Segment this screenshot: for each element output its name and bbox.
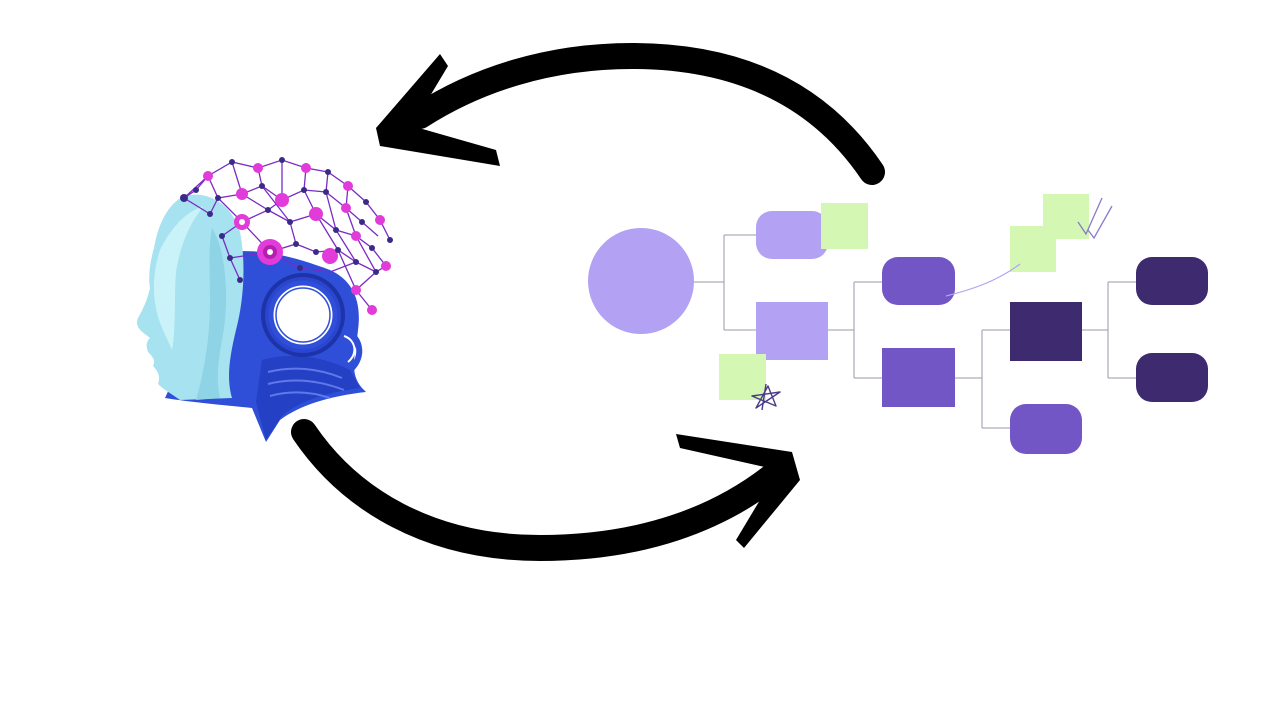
flowchart-node-mid-rounded bbox=[882, 257, 955, 305]
sticky-note-2 bbox=[719, 354, 766, 400]
handdrawn-connector-line bbox=[945, 263, 1021, 297]
sticky-note-1 bbox=[821, 203, 868, 249]
top-arrow-shaft bbox=[407, 42, 885, 185]
flowchart-node-dark-rounded-bottom bbox=[1136, 353, 1208, 402]
ai-head-icon bbox=[137, 157, 393, 442]
ear-back-arc bbox=[341, 327, 363, 373]
cheek-shade bbox=[196, 228, 227, 400]
top-curved-arrow bbox=[376, 42, 885, 185]
top-arrow-head bbox=[376, 54, 500, 166]
flowchart-node-mid-rounded-lower bbox=[1010, 404, 1082, 454]
ear-ring-inner-line bbox=[275, 287, 331, 343]
checkmark-doodle-icon bbox=[1077, 197, 1113, 240]
bottom-arrow-shaft bbox=[291, 419, 793, 562]
flowchart-node-dark-rounded-top bbox=[1136, 257, 1208, 305]
flowchart-connectors bbox=[694, 234, 1136, 429]
bottom-curved-arrow bbox=[291, 419, 800, 562]
flowchart-node-mid-square bbox=[882, 348, 955, 407]
sticky-note-4 bbox=[1010, 226, 1056, 272]
face-highlight bbox=[153, 206, 204, 350]
robot-neck-plates bbox=[256, 355, 360, 440]
ear-ring-white bbox=[268, 280, 338, 350]
flowchart-node-light-rounded bbox=[756, 211, 828, 259]
ear-back-arc-white bbox=[343, 335, 356, 363]
bottom-arrow-head bbox=[676, 434, 800, 548]
robot-neck-ribs bbox=[267, 367, 345, 399]
flowchart-node-dark-square bbox=[1010, 302, 1082, 361]
flowchart-start-circle bbox=[588, 228, 694, 334]
network-nodes bbox=[180, 157, 393, 315]
star-doodle-icon bbox=[751, 383, 781, 411]
flowchart-node-light-square bbox=[756, 302, 828, 360]
